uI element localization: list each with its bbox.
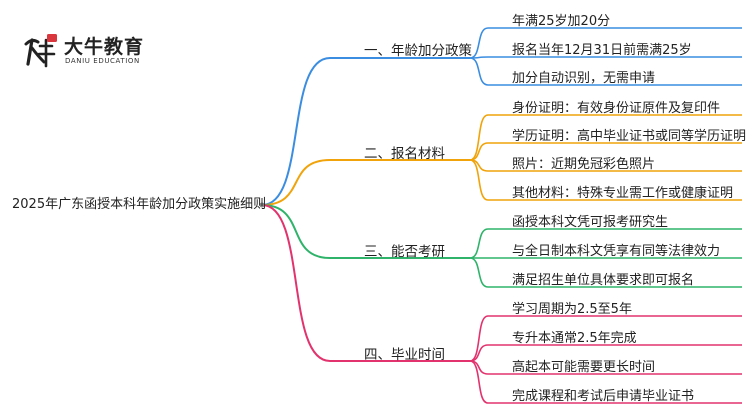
connector-root-age-bonus — [261, 57, 331, 206]
root-node-dot — [259, 202, 265, 208]
leaf-exam-1: 函授本科文凭可报考研究生 — [512, 215, 669, 230]
connector-root-materials — [261, 159, 331, 206]
branch-age-bonus: 一、年龄加分政策 — [364, 43, 472, 59]
daniu-logo-icon — [24, 34, 57, 68]
connector-materials-leaf-4 — [469, 159, 489, 201]
connector-graduate-exam-leaf-1 — [469, 228, 489, 259]
leaf-time-1: 学习周期为2.5至5年 — [512, 302, 632, 317]
connector-age-bonus-leaf-1 — [469, 27, 489, 59]
root-topic: 2025年广东函授本科年龄加分政策实施细则 — [12, 197, 267, 212]
leaf-materials-3: 照片：近期免冠彩色照片 — [512, 157, 656, 172]
branch-graduation-time: 四、毕业时间 — [364, 347, 445, 363]
connector-materials-leaf-2 — [469, 142, 489, 161]
leaf-age-2: 报名当年12月31日前需满25岁 — [512, 43, 692, 58]
leaf-materials-2: 学历证明：高中毕业证书或同等学历证明 — [512, 129, 747, 144]
connector-graduation-time-leaf-1 — [469, 315, 489, 362]
connector-graduation-time-leaf-3 — [469, 360, 489, 375]
connector-root-graduate-exam — [261, 204, 331, 259]
logo-name-cn: 大牛教育 — [64, 36, 145, 58]
connector-graduation-time-leaf-4 — [469, 360, 489, 404]
logo: 大牛教育 DANIU EDUCATION — [20, 30, 170, 74]
leaf-time-3: 高起本可能需要更长时间 — [512, 360, 656, 375]
leaf-materials-4: 其他材料：特殊专业需工作或健康证明 — [512, 186, 734, 201]
connector-graduation-time-leaf-2 — [469, 344, 489, 362]
branch-materials: 二、报名材料 — [364, 146, 445, 162]
leaf-materials-1: 身份证明：有效身份证原件及复印件 — [512, 101, 721, 116]
leaf-time-2: 专升本通常2.5年完成 — [512, 331, 637, 346]
connector-root-graduation-time — [261, 204, 331, 362]
leaf-exam-3: 满足招生单位具体要求即可报名 — [512, 273, 695, 288]
logo-name-en: DANIU EDUCATION — [65, 57, 140, 65]
leaf-age-3: 加分自动识别，无需申请 — [512, 71, 656, 86]
connector-materials-leaf-1 — [469, 114, 489, 161]
leaf-age-1: 年满25岁加20分 — [512, 14, 611, 29]
leaf-exam-2: 与全日制本科文凭享有同等法律效力 — [512, 244, 721, 259]
connector-graduate-exam-leaf-3 — [469, 257, 489, 288]
leaf-time-4: 完成课程和考试后申请毕业证书 — [512, 389, 695, 404]
branch-graduate-exam: 三、能否考研 — [364, 244, 445, 260]
connector-age-bonus-leaf-3 — [469, 57, 489, 86]
